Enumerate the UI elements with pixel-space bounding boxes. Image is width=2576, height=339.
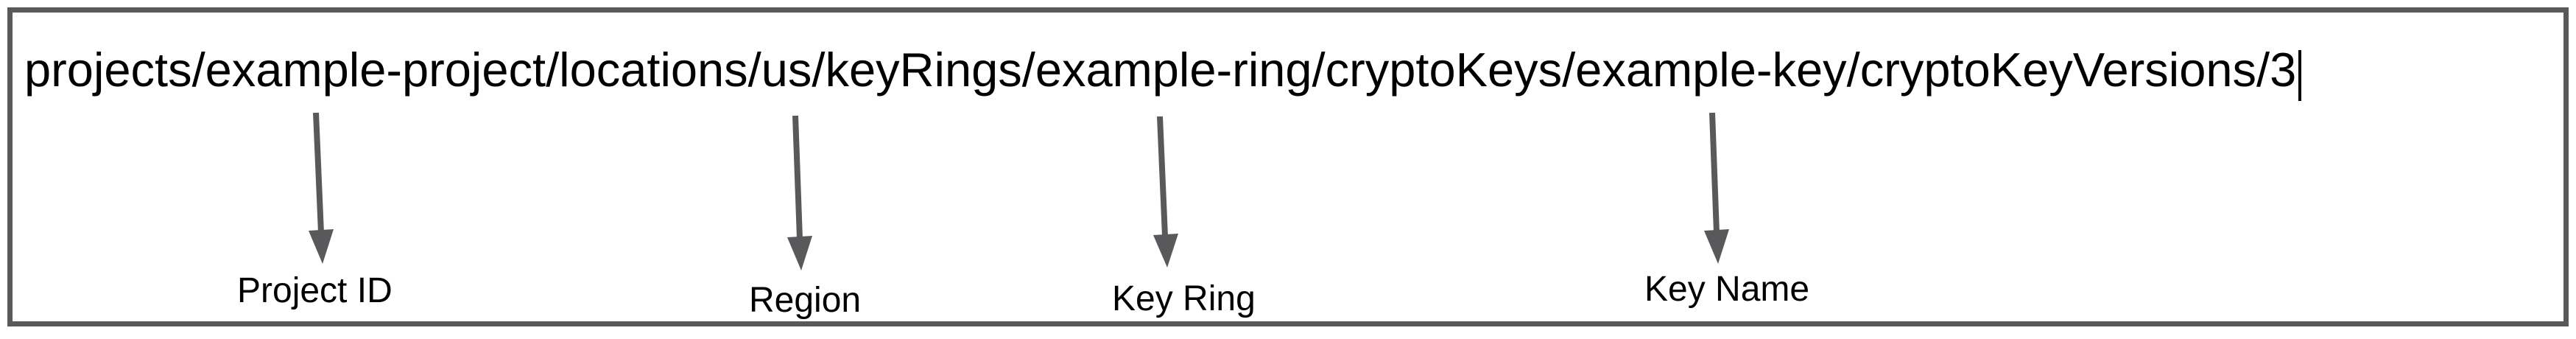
resource-path-text-box[interactable] (7, 7, 2569, 326)
resource-path-text[interactable]: projects/example-project/locations/us/ke… (24, 43, 2297, 97)
annotation-label-project-id: Project ID (237, 271, 393, 310)
annotation-label-key-ring: Key Ring (1112, 279, 1256, 318)
text-caret (2298, 50, 2302, 101)
annotation-label-key-name: Key Name (1644, 270, 1810, 309)
annotation-label-region: Region (749, 281, 862, 320)
resource-path-line[interactable]: projects/example-project/locations/us/ke… (24, 43, 2302, 101)
